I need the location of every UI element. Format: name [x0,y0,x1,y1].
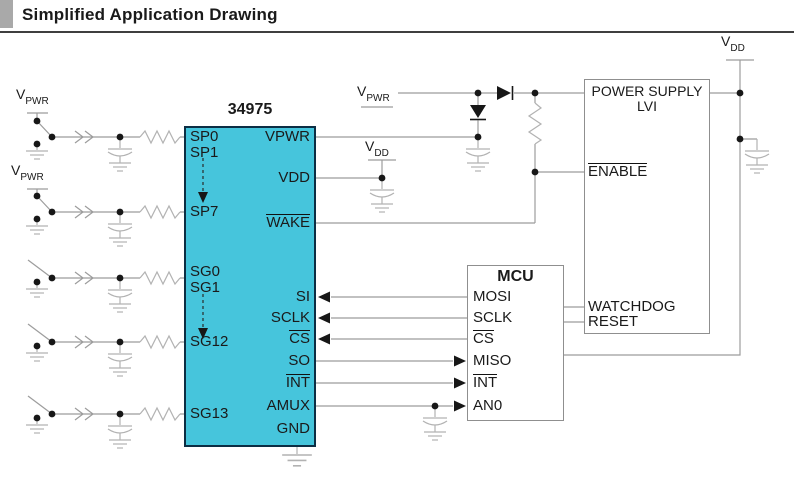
ground-icon [25,288,49,298]
watchdog-reset-net [564,306,584,323]
psu-pin-enable: ENABLE [588,163,648,180]
chip-pin-sp1: SP1 [190,144,219,161]
switch-input-row-sp7 [25,188,184,247]
capacitor-ground-icon [107,136,133,172]
switch-blade-icon [36,120,53,138]
chip-pin-sg1: SG1 [190,279,221,296]
switch-input-row-sg13 [25,395,184,449]
chip-title: 34975 [227,101,273,118]
arrowhead-icon [454,355,466,367]
chip-pin-amux: AMUX [266,397,310,414]
chip-pin-sg12: SG12 [190,333,229,350]
chip-pin-sp0: SP0 [190,128,219,145]
vpwr-supply-net [316,86,584,224]
resistor-icon [139,407,181,421]
chip-pin-wake: WAKE [266,214,310,231]
header-rule [0,31,794,33]
bus-chevron-icon [74,205,94,219]
vpwr-rail-label-1: VPWR [16,86,49,107]
mcu-pin-an0: AN0 [473,397,503,414]
chip-pin-vpwr: VPWR [265,128,310,145]
page-title: Simplified Application Drawing [22,5,278,24]
arrowhead-icon [454,377,466,389]
resistor-icon [139,335,181,349]
ground-icon [25,150,49,160]
resistor-icon [139,271,181,285]
arrowhead-icon [318,312,330,324]
ground-icon [25,225,49,235]
chip-pin-si: SI [295,288,310,305]
switch-input-row-sg12 [25,323,184,377]
chip-pin-cs: CS [289,330,310,347]
switch-blade-icon [27,395,53,415]
capacitor-ground-icon [107,413,133,449]
bus-chevron-icon [74,130,94,144]
switch-input-row-sp0 [25,112,184,172]
diode-down-icon [470,105,486,121]
resistor-icon [139,205,181,219]
chip-pin-sg0: SG0 [190,263,221,280]
switch-blade-icon [27,259,53,279]
capacitor-ground-icon [107,211,133,247]
ground-icon [25,424,49,434]
mcu-pin-int: INT [473,374,498,391]
switch-blade-icon [36,195,53,213]
mcu-pin-sclk: SCLK [473,309,513,326]
mcu-title: MCU [497,268,534,285]
resistor-icon [139,130,181,144]
chip-pin-sg13: SG13 [190,405,229,422]
capacitor-ground-icon [465,136,491,172]
capacitor-ground-icon [422,405,448,441]
vpwr-rail-label-2: VPWR [11,162,44,183]
arrowhead-icon [454,400,466,412]
chip-pin-sclk: SCLK [270,309,310,326]
chip-pin-vdd: VDD [278,169,310,186]
mcu-pin-mosi: MOSI [473,288,512,305]
chip-pin-so: SO [288,352,310,369]
bus-chevron-icon [74,335,94,349]
ground-icon [25,352,49,362]
chip-ground-net [281,447,313,467]
capacitor-ground-icon [744,138,770,174]
bus-chevron-icon [74,407,94,421]
arrowhead-icon [318,333,330,345]
mcu-pin-cs: CS [473,330,494,347]
diode-right-icon [497,86,514,100]
psu-pin-reset: RESET [588,313,639,330]
vpwr-rail-label-3: VPWR [357,83,390,104]
switch-blade-icon [27,323,53,343]
capacitor-ground-icon [107,277,133,313]
vdd-rail-label-1: VDD [365,138,389,159]
arrowhead-icon [318,291,330,303]
header-accent-square [0,0,13,28]
ground-icon [281,454,313,467]
mcu-block [467,265,564,421]
vdd-rail-label-2: VDD [721,33,745,54]
mcu-pin-miso: MISO [473,352,512,369]
resistor-icon [528,102,542,145]
vdd-decoupling-net [316,159,396,213]
capacitor-ground-icon [369,177,395,213]
capacitor-ground-icon [107,341,133,377]
switch-input-row-sg0 [25,259,184,313]
bus-chevron-icon [74,271,94,285]
chip-pin-int: INT [285,374,310,391]
chip-pin-gnd: GND [276,420,310,437]
psu-title-line2: LVI [637,98,657,114]
power-supply-lvi-block [584,79,710,334]
spi-signal-net [316,291,467,441]
chip-pin-sp7: SP7 [190,203,219,220]
